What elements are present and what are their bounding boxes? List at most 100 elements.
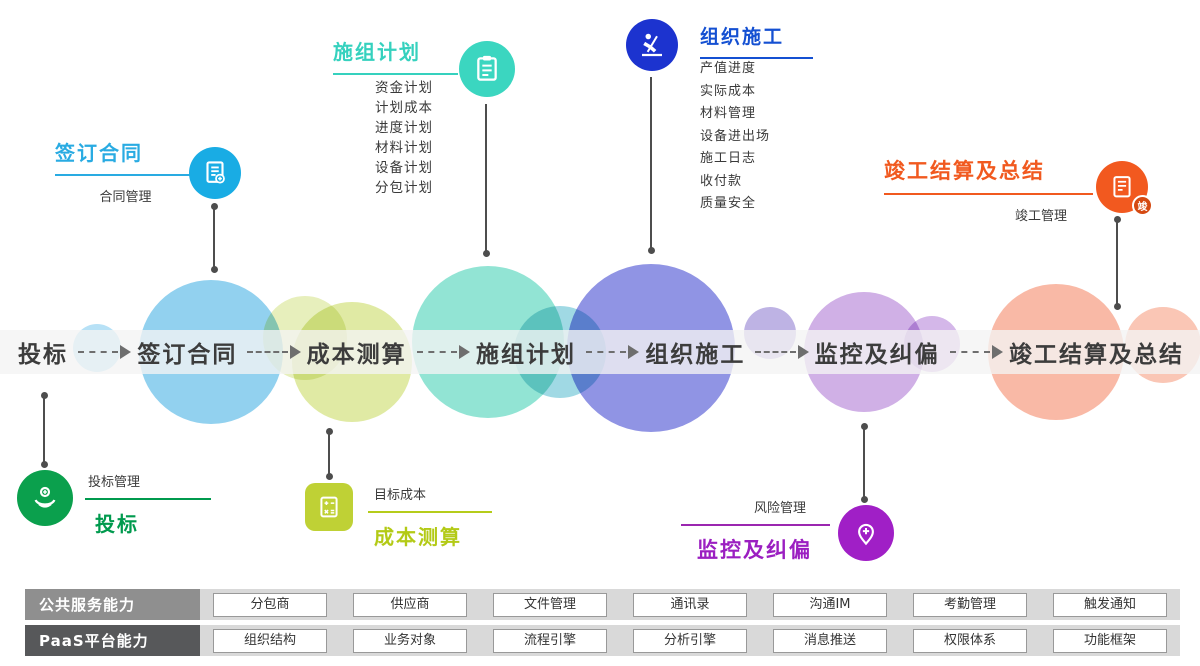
construction-plan-items: 资金计划 计划成本 进度计划 材料计划 设备计划 分包计划	[375, 76, 433, 196]
connector-line	[1116, 219, 1118, 307]
calculator-icon-glyph	[320, 496, 338, 518]
sign-contract-subtitle: 合同管理	[99, 190, 152, 205]
connector-dot	[1113, 303, 1121, 310]
callout-organize-construction: 组织施工	[700, 22, 813, 59]
connector-line	[328, 431, 330, 477]
arrow-dash-line	[78, 351, 119, 353]
construction-plan-title: 施组计划	[333, 36, 458, 75]
connector-monitoring	[860, 423, 868, 503]
organize-construction-items: 产值进度 实际成本 材料管理 设备进出场 施工日志 收付款 质量安全	[700, 58, 770, 216]
paas-platform-row: PaaS平台能力 组织结构 业务对象 流程引擎 分析引擎 消息推送 权限体系 功…	[25, 625, 1180, 656]
callout-sign-contract: 签订合同 合同管理	[55, 137, 196, 205]
arrow-right-icon	[78, 345, 132, 359]
arrow-dash-line	[416, 351, 457, 353]
public-services-header: 公共服务能力	[25, 589, 200, 620]
arrow-head	[458, 345, 470, 359]
capability-item-permissions: 权限体系	[913, 628, 1027, 653]
connector-dot	[325, 428, 333, 435]
capability-item-flow-engine: 流程引擎	[493, 628, 607, 653]
connector-dot	[1113, 216, 1121, 223]
plan-item: 分包计划	[375, 180, 433, 196]
bidding-title: 投标	[95, 512, 139, 536]
location-target-icon-glyph	[858, 523, 874, 546]
connector-organize-construction	[647, 74, 655, 254]
connector-dot	[40, 461, 48, 468]
capability-item-supplier: 供应商	[353, 592, 467, 617]
clipboard-plan-icon-glyph	[477, 55, 497, 81]
monitoring-title: 监控及纠偏	[697, 538, 812, 562]
connector-bidding	[40, 392, 48, 468]
monitoring-subtitle: 风险管理	[681, 497, 830, 526]
timeline-stage-monitor: 监控及纠偏	[814, 342, 940, 368]
connector-construction-plan	[482, 101, 490, 257]
organize-item: 设备进出场	[700, 128, 771, 144]
cost-estimate-subtitle: 目标成本	[368, 484, 492, 513]
contract-document-icon-glyph	[206, 161, 225, 184]
plan-item: 材料计划	[375, 140, 433, 156]
sign-contract-title: 签订合同	[55, 137, 196, 176]
capability-item-analytics: 分析引擎	[633, 628, 747, 653]
connector-line	[213, 206, 215, 270]
clipboard-plan-icon	[459, 41, 515, 97]
connector-dot	[325, 473, 333, 480]
timeline-stage-contract: 签订合同	[137, 342, 238, 368]
arrow-dash-line	[585, 351, 627, 353]
arrow-head	[289, 345, 301, 359]
capability-item-im: 沟通IM	[773, 592, 887, 617]
plan-item: 资金计划	[375, 80, 433, 96]
connector-dot	[40, 392, 48, 399]
callout-monitoring: 风险管理 监控及纠偏	[681, 497, 830, 564]
connector-line	[863, 426, 865, 500]
capability-item-notify: 触发通知	[1053, 592, 1167, 617]
callout-construction-plan: 施组计划	[333, 36, 458, 75]
capability-item-biz-objects: 业务对象	[353, 628, 467, 653]
completion-title: 竣工结算及总结	[884, 155, 1093, 195]
organize-item: 实际成本	[700, 83, 757, 99]
construction-worker-icon-glyph	[642, 33, 662, 57]
public-services-row: 公共服务能力 分包商 供应商 文件管理 通讯录 沟通IM 考勤管理 触发通知	[25, 589, 1180, 620]
arrow-right-icon	[949, 345, 1003, 359]
process-timeline: 投标 签订合同 成本测算 施组计划 组织施工 监控及纠偏 竣工结算及总结	[0, 330, 1200, 374]
connector-dot	[482, 250, 490, 257]
arrow-dash-line	[755, 351, 796, 353]
timeline-stage-cost: 成本测算	[306, 342, 407, 368]
connector-dot	[210, 266, 218, 273]
capability-item-push: 消息推送	[773, 628, 887, 653]
organize-item: 收付款	[700, 173, 743, 189]
organize-item: 质量安全	[700, 196, 757, 211]
plan-item: 计划成本	[375, 100, 433, 116]
callout-completion: 竣工结算及总结 竣工管理	[884, 155, 1093, 224]
arrow-head	[120, 345, 132, 359]
arrow-right-icon	[585, 345, 640, 359]
arrow-dash-line	[949, 351, 990, 353]
timeline-stage-completion: 竣工结算及总结	[1008, 342, 1184, 368]
connector-sign-contract	[210, 203, 218, 273]
organize-item: 材料管理	[700, 106, 757, 121]
capability-item-subcontractor: 分包商	[213, 592, 327, 617]
arrow-head	[991, 345, 1003, 359]
capability-item-attendance: 考勤管理	[913, 592, 1027, 617]
connector-dot	[647, 247, 655, 254]
completion-calculator-icon: 竣	[1096, 161, 1153, 216]
construction-worker-icon	[626, 19, 678, 71]
capability-item-org-structure: 组织结构	[213, 628, 327, 653]
arrow-right-icon	[755, 345, 809, 359]
organize-construction-title: 组织施工	[700, 22, 813, 59]
timeline-stage-organize: 组织施工	[645, 342, 746, 368]
capability-item-files: 文件管理	[493, 592, 607, 617]
arrow-right-icon	[247, 345, 301, 359]
completion-subtitle: 竣工管理	[1014, 209, 1067, 224]
arrow-dash-line	[247, 351, 288, 353]
connector-dot	[860, 423, 868, 430]
bidding-subtitle: 投标管理	[85, 471, 211, 500]
connector-cost-estimate	[325, 428, 333, 480]
location-target-icon	[838, 505, 894, 561]
connector-dot	[210, 203, 218, 210]
hand-bid-icon-glyph	[34, 486, 56, 508]
timeline-stage-bidding: 投标	[18, 342, 68, 368]
connector-line	[650, 77, 652, 251]
connector-line	[43, 395, 45, 465]
calculator-icon	[305, 483, 353, 531]
completion-badge: 竣	[1132, 195, 1153, 216]
arrow-head	[628, 345, 640, 359]
